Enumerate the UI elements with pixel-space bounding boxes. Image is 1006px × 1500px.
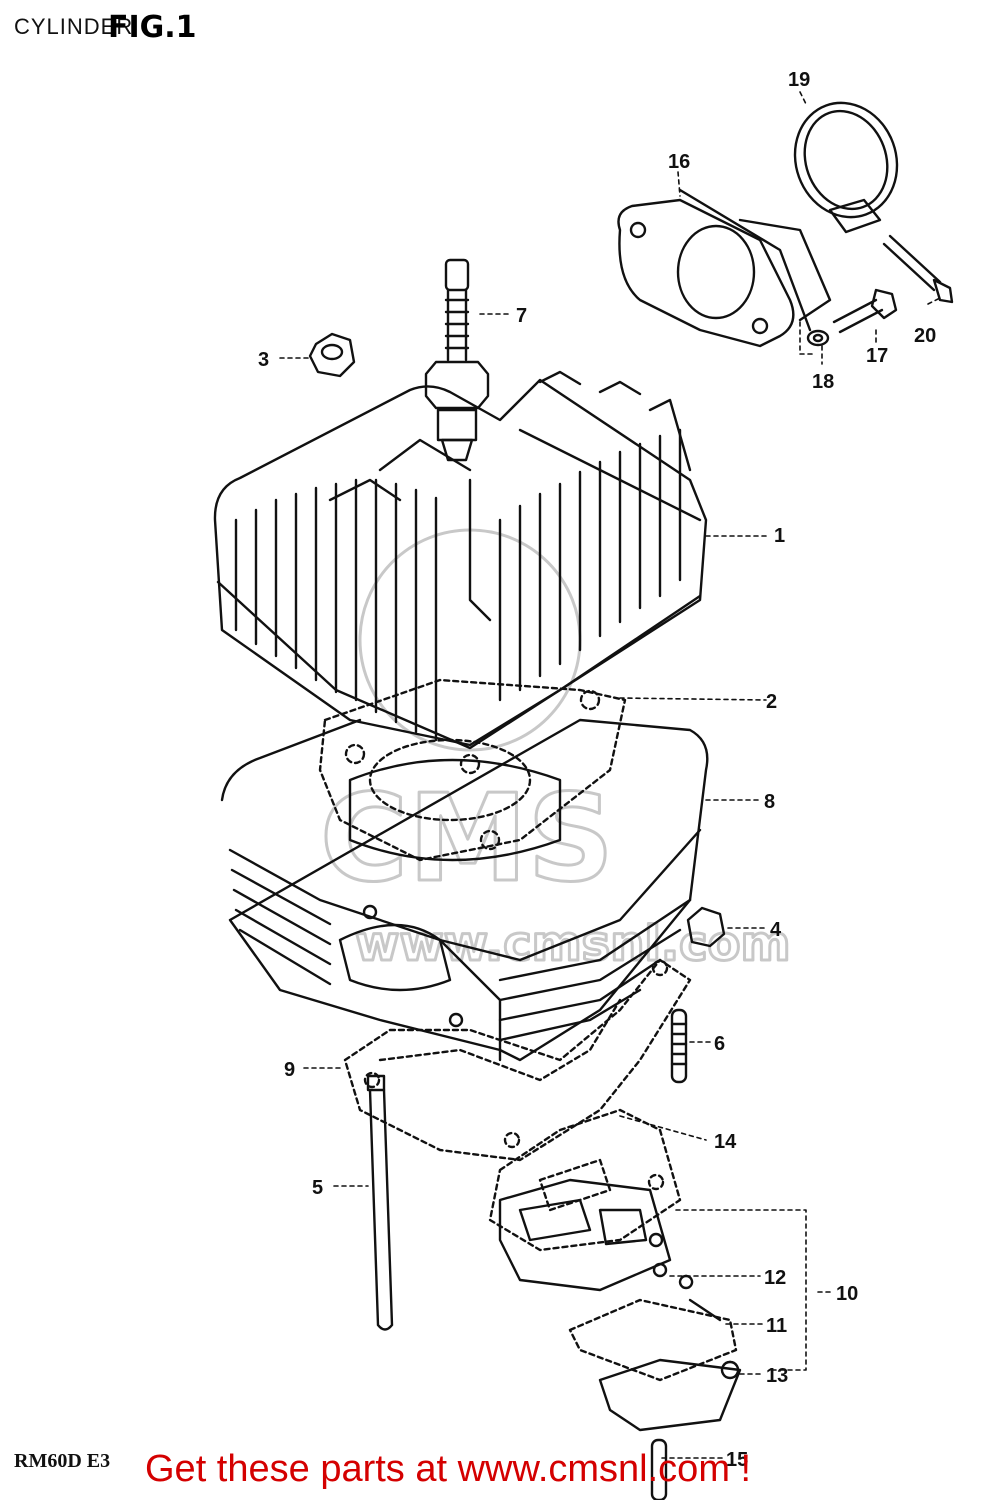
callout-1: 1 (774, 525, 785, 547)
cylinder-nut-3 (308, 332, 356, 378)
callout-2: 2 (766, 691, 777, 713)
callout-18: 18 (812, 371, 834, 393)
leader-lines (279, 91, 941, 1459)
callout-4: 4 (770, 919, 782, 941)
intake-pipe (617, 188, 832, 348)
base-gasket (343, 958, 692, 1162)
spark-plug (424, 258, 490, 462)
callout-8: 8 (764, 791, 775, 813)
figure-label: FIG.1 (108, 10, 197, 45)
callout-10: 10 (836, 1283, 858, 1305)
clamp-screw (882, 234, 954, 304)
callout-3: 3 (258, 349, 269, 371)
callout-7: 7 (516, 305, 527, 327)
stud-bolt-15 (650, 1438, 668, 1500)
callout-12: 12 (764, 1267, 786, 1289)
hose-clamp (793, 101, 899, 234)
callouts: 1 2 3 4 5 6 7 8 9 10 11 12 13 14 15 16 1… (258, 69, 936, 1471)
footer-link[interactable]: Get these parts at www.cmsnl.com ! (145, 1448, 752, 1490)
callout-15: 15 (726, 1449, 748, 1471)
watermark-url: www.cmsnl.com (355, 916, 791, 972)
reed-valve-gasket (488, 1108, 682, 1252)
callout-6: 6 (714, 1033, 725, 1055)
reed-valve-assembly (498, 1178, 742, 1432)
cylinder-nut-4 (686, 906, 726, 948)
callout-9: 9 (284, 1059, 295, 1081)
callout-13: 13 (766, 1365, 788, 1387)
callout-5: 5 (312, 1177, 323, 1199)
callout-19: 19 (788, 69, 810, 91)
watermark: CMS www.cmsnl.com (319, 528, 792, 974)
callout-16: 16 (668, 151, 690, 173)
watermark-brand: CMS (320, 770, 614, 909)
stud-bolt-6 (670, 1008, 688, 1084)
callout-11: 11 (766, 1315, 787, 1337)
callout-20: 20 (914, 325, 936, 347)
washer (806, 329, 830, 347)
diagram-title: CYLINDER (14, 14, 134, 39)
intake-bolt (832, 288, 898, 334)
stud-bolt-5 (366, 1074, 394, 1331)
head-gasket (318, 678, 627, 862)
model-code: RM60D E3 (14, 1450, 111, 1472)
cylinder (220, 718, 709, 1062)
cylinder-head (213, 370, 708, 750)
callout-17: 17 (866, 345, 888, 367)
callout-14: 14 (714, 1131, 737, 1153)
